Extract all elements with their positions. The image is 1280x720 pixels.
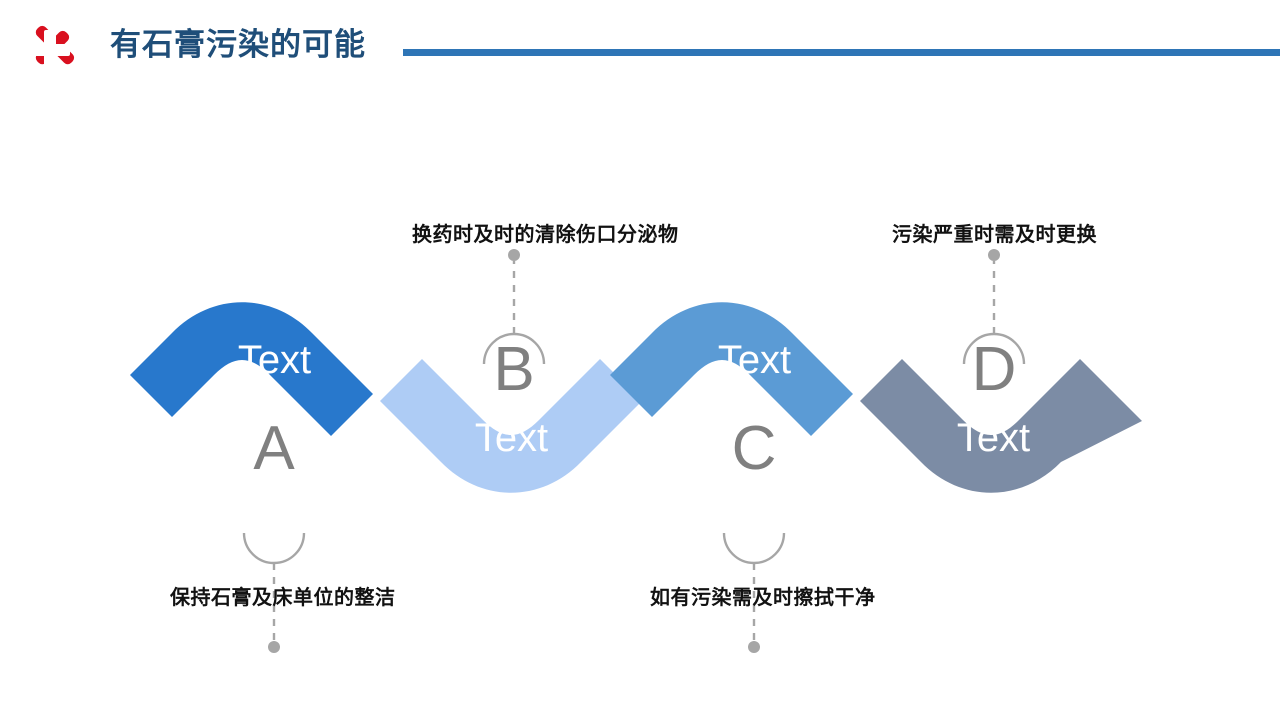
wave-ribbon-diagram: A B C D bbox=[0, 96, 1280, 720]
marker-b-arc bbox=[482, 332, 546, 365]
marker-a-letter: A bbox=[253, 414, 295, 483]
slide-header: 有石膏污染的可能 bbox=[0, 0, 1280, 96]
ribbon-segment-d[interactable] bbox=[860, 359, 1142, 493]
ribbon-segment-a[interactable] bbox=[130, 302, 373, 436]
marker-b-letter: B bbox=[493, 335, 534, 404]
marker-b-group[interactable]: B bbox=[482, 249, 546, 404]
marker-c-leader-dot bbox=[748, 641, 760, 653]
title-underline-rule bbox=[403, 49, 1280, 56]
marker-a-leader-dot bbox=[268, 641, 280, 653]
caption-b: 换药时及时的清除伤口分泌物 bbox=[412, 224, 679, 246]
marker-d-arc bbox=[962, 332, 1026, 365]
ribbon-segment-b[interactable] bbox=[380, 359, 642, 493]
marker-b-leader-dot bbox=[508, 249, 520, 261]
marker-d-letter: D bbox=[972, 335, 1017, 404]
medical-cross-logo-icon bbox=[17, 17, 83, 83]
marker-c-letter: C bbox=[732, 414, 777, 483]
marker-c-group[interactable]: C bbox=[722, 414, 786, 653]
marker-a-arc bbox=[242, 532, 306, 565]
caption-c: 如有污染需及时擦拭干净 bbox=[650, 587, 876, 609]
marker-d-group[interactable]: D bbox=[962, 249, 1026, 404]
caption-d: 污染严重时需及时更换 bbox=[892, 224, 1097, 246]
marker-c-arc bbox=[722, 532, 786, 565]
marker-d-leader-dot bbox=[988, 249, 1000, 261]
caption-a: 保持石膏及床单位的整洁 bbox=[170, 587, 396, 609]
marker-a-group[interactable]: A bbox=[242, 414, 306, 653]
ribbon-segment-c[interactable] bbox=[610, 302, 853, 436]
page-title: 有石膏污染的可能 bbox=[110, 27, 366, 62]
